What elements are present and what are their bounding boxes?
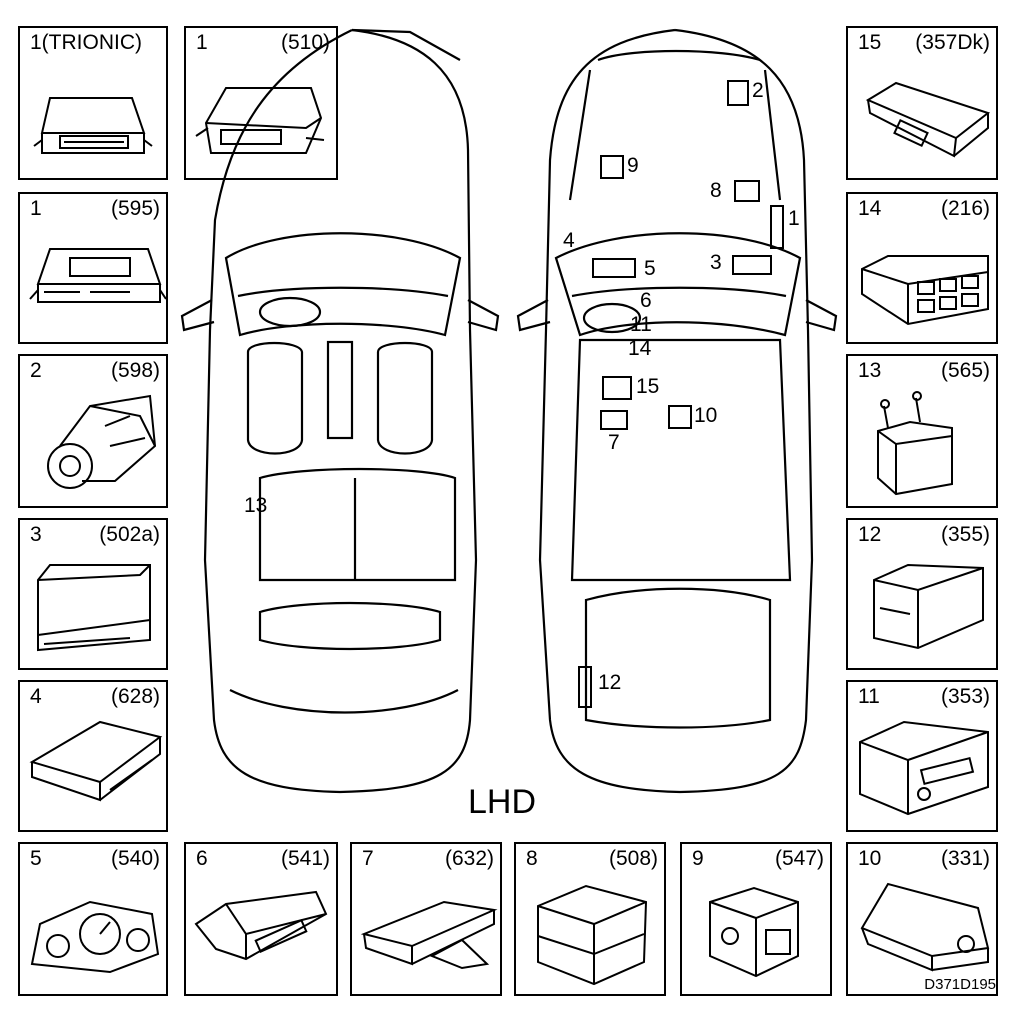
callout-14: 14 [628,337,652,360]
component-code: (355) [940,523,990,546]
callout-15: 15 [636,375,660,398]
component-code: (508) [608,847,658,870]
callout-2: 2 [752,79,764,102]
right-car-outline [538,28,814,794]
component-code: (216) [940,197,990,220]
ecu-module-icon [29,248,166,303]
component-number: 3 [30,523,42,546]
component-box-trionic: 1(TRIONIC) [18,26,168,180]
component-code: (598) [110,359,160,382]
component-box-2-598: 2 (598) [18,354,168,508]
component-box-1-595: 1 (595) [18,192,168,344]
component-code: (331) [940,847,990,870]
component-number: 7 [362,847,374,870]
display-unit-icon [194,890,328,961]
location-marker-5 [592,258,636,278]
component-number: 9 [692,847,704,870]
callout-6: 6 [640,289,652,312]
callout-4: 4 [563,229,575,252]
component-box-9-547: 9 (547) [680,842,832,996]
component-number: 6 [196,847,208,870]
component-box-12-355: 12 (355) [846,518,998,670]
control-box-icon [37,564,151,652]
abs-unit-icon [709,886,799,978]
location-marker-8 [734,180,760,202]
component-box-10-331: 10 (331) [846,842,998,996]
callout-7: 7 [608,431,620,454]
location-marker-3 [732,255,772,275]
component-box-4-628: 4 (628) [18,680,168,832]
component-box-7-632: 7 (632) [350,842,502,996]
component-number: 15 [858,31,882,54]
component-number: 5 [30,847,42,870]
component-code: (502a) [99,523,160,546]
control-unit-icon [537,884,648,986]
component-code: (357Dk) [915,31,990,54]
airbag-module-icon [860,882,990,972]
instrument-cluster-icon [30,900,160,974]
callout-10: 10 [694,404,718,427]
component-code: (632) [444,847,494,870]
component-box-3-502a: 3 (502a) [18,518,168,670]
injection-pump-icon [47,394,157,489]
location-marker-12 [578,666,592,708]
component-box-5-540: 5 (540) [18,842,168,996]
component-box-8-508: 8 (508) [514,842,666,996]
sensor-box-icon [877,391,953,496]
location-marker-15 [602,376,632,400]
component-code: (628) [110,685,160,708]
flat-module-icon [29,720,163,802]
component-number: 13 [858,359,882,382]
callout-3: 3 [710,251,722,274]
bracket-module-icon [360,900,498,970]
callout-11: 11 [630,313,652,336]
location-marker-7 [600,410,628,430]
callout-13: 13 [244,494,268,517]
component-code: (547) [774,847,824,870]
component-box-13-565: 13 (565) [846,354,998,508]
component-number: 14 [858,197,882,220]
component-number: 12 [858,523,882,546]
component-number: 10 [858,847,882,870]
callout-9: 9 [627,154,639,177]
component-label: 1(TRIONIC) [30,31,142,54]
component-number: 11 [858,685,880,708]
left-car-outline [203,28,478,794]
component-box-6-541: 6 (541) [184,842,338,996]
component-box-15-357dk: 15 (357Dk) [846,26,998,180]
component-number: 8 [526,847,538,870]
callout-5: 5 [644,257,656,280]
component-box-11-353: 11 (353) [846,680,998,832]
component-number: 1 [196,31,208,54]
module-connector-icon [865,81,991,158]
ecu-module-icon [195,87,325,154]
cd-changer-icon [873,563,984,650]
location-marker-9 [600,155,624,179]
component-box-14-216: 14 (216) [846,192,998,344]
component-number: 2 [30,359,42,382]
radio-unit-icon [859,720,989,816]
component-code: (565) [940,359,990,382]
component-code: (353) [940,685,990,708]
component-code: (595) [110,197,160,220]
component-code: (541) [280,847,330,870]
location-marker-2 [727,80,749,106]
climate-panel-icon [861,255,989,326]
component-number: 1 [30,197,42,220]
component-code: (540) [110,847,160,870]
callout-8: 8 [710,179,722,202]
ecu-module-icon [33,97,153,154]
drive-side-label: LHD [468,783,537,821]
location-marker-1 [770,205,784,249]
callout-12: 12 [598,671,622,694]
component-code: (510) [280,31,330,54]
location-marker-10 [668,405,692,429]
component-number: 4 [30,685,42,708]
callout-1: 1 [788,207,800,230]
figure-code: D371D195 [924,976,996,993]
